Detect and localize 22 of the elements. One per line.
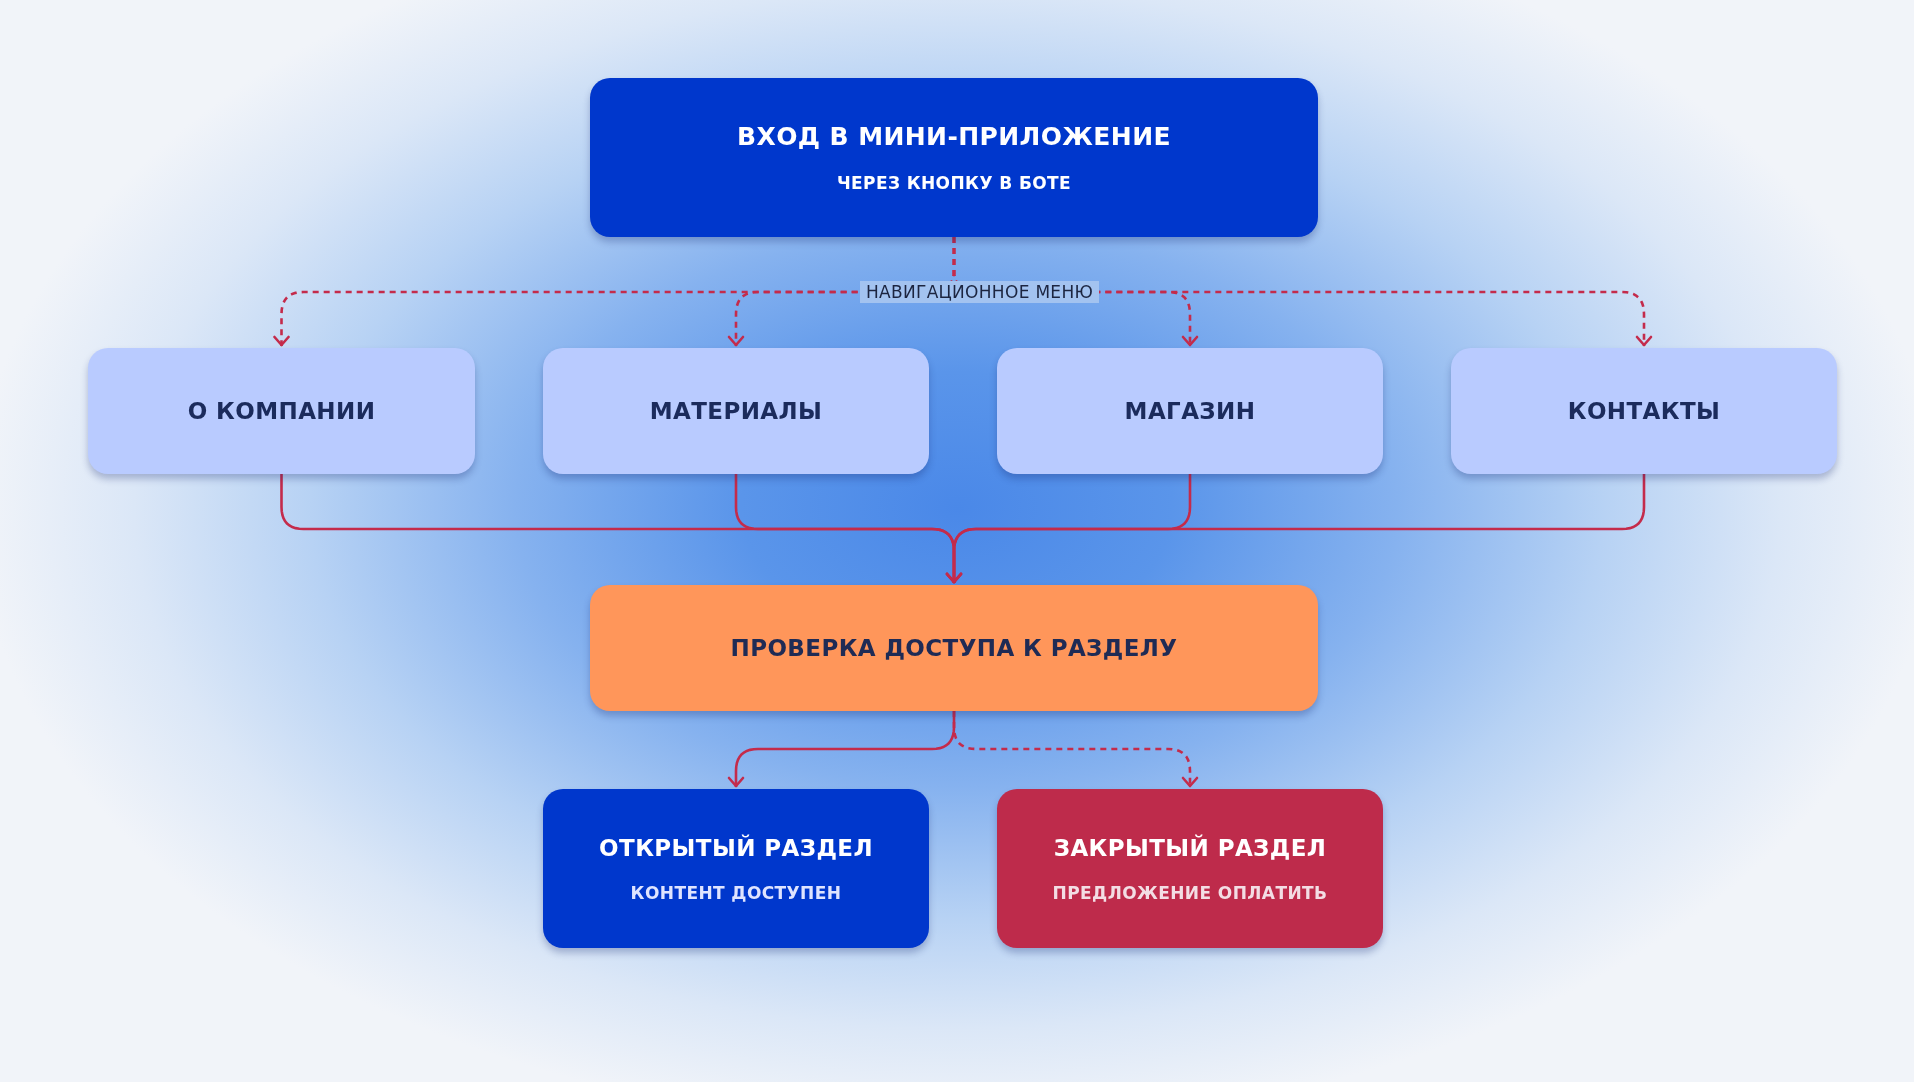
menu-box — [88, 348, 475, 474]
box-title: ВХОД В МИНИ-ПРИЛОЖЕНИЕ — [737, 122, 1171, 151]
box-title: ЗАКРЫТЫЙ РАЗДЕЛ — [1053, 834, 1327, 861]
start-box — [590, 78, 1318, 237]
result-box — [997, 789, 1383, 948]
box-label: КОНТАКТЫ — [1567, 398, 1721, 424]
dashed-arrow — [952, 711, 1199, 788]
arrow — [945, 474, 1646, 584]
box-subtitle: КОНТЕНТ ДОСТУПЕН — [630, 882, 842, 903]
menu-box — [1451, 348, 1837, 474]
menu-box — [543, 348, 929, 474]
box-subtitle: ЧЕРЕЗ КНОПКУ В БОТЕ — [836, 173, 1072, 193]
line-label: НАВИГАЦИОННОЕ МЕНЮ — [860, 281, 1100, 303]
box-label: МАГАЗИН — [1124, 398, 1256, 424]
check-access-box — [590, 585, 1318, 711]
box-subtitle: ПРЕДЛОЖЕНИЕ ОПЛАТИТЬ — [1052, 882, 1328, 903]
box-label: МАТЕРИАЛЫ — [649, 398, 823, 424]
menu-box — [997, 348, 1383, 474]
result-box — [543, 789, 929, 948]
box-title: ОТКРЫТЫЙ РАЗДЕЛ — [599, 834, 873, 861]
box-label: ПРОВЕРКА ДОСТУПА К РАЗДЕЛУ — [730, 635, 1178, 661]
box-label: О КОМПАНИИ — [187, 398, 376, 424]
